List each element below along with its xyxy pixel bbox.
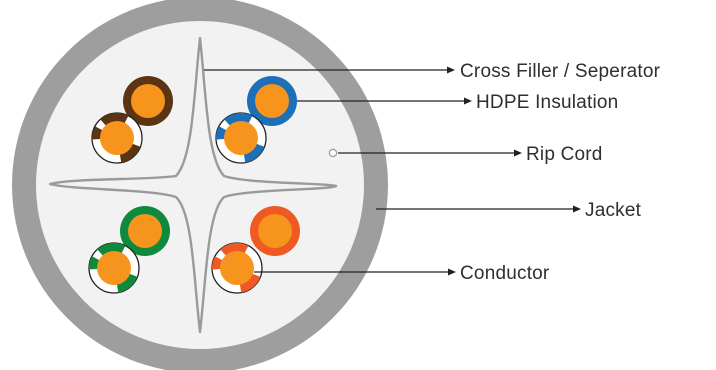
leader-conductor: [254, 268, 456, 276]
blue-solid-wire: [247, 76, 297, 126]
leader-jacket: [376, 205, 581, 213]
green-solid-wire: [120, 206, 170, 256]
pair-orange: [211, 206, 300, 294]
green-striped-wire: [88, 242, 140, 294]
pair-brown: [91, 76, 173, 164]
leader-insulation: [297, 97, 472, 105]
orange-striped-wire: [211, 242, 263, 294]
cross-filler-separator: [48, 36, 338, 334]
leader-cross-filler: [204, 66, 455, 74]
leader-rip-cord: [338, 149, 522, 157]
blue-striped-wire: [215, 112, 267, 164]
label-jacket: Jacket: [585, 200, 642, 221]
label-conductor: Conductor: [460, 263, 550, 284]
pair-green: [88, 206, 170, 294]
rip-cord-dot: [328, 148, 338, 158]
orange-solid-wire: [250, 206, 300, 256]
brown-striped-wire: [91, 112, 143, 164]
label-insulation: HDPE Insulation: [476, 92, 618, 113]
pair-blue: [215, 76, 297, 164]
brown-solid-wire: [123, 76, 173, 126]
label-cross-filler: Cross Filler / Seperator: [460, 61, 661, 82]
label-rip-cord: Rip Cord: [526, 144, 603, 165]
